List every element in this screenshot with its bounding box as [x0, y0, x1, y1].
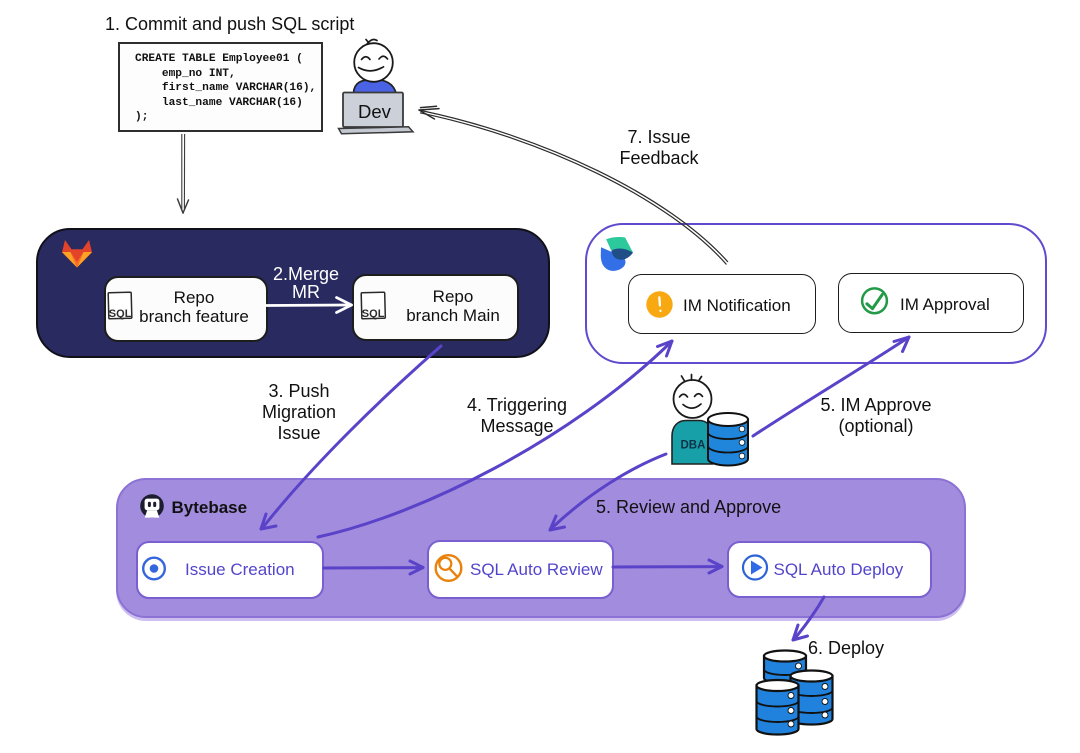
svg-text:SQL: SQL: [362, 308, 385, 320]
svg-text:SQL: SQL: [109, 308, 132, 320]
svg-text:DBA: DBA: [681, 440, 706, 452]
svg-text:Dev: Dev: [358, 101, 392, 122]
